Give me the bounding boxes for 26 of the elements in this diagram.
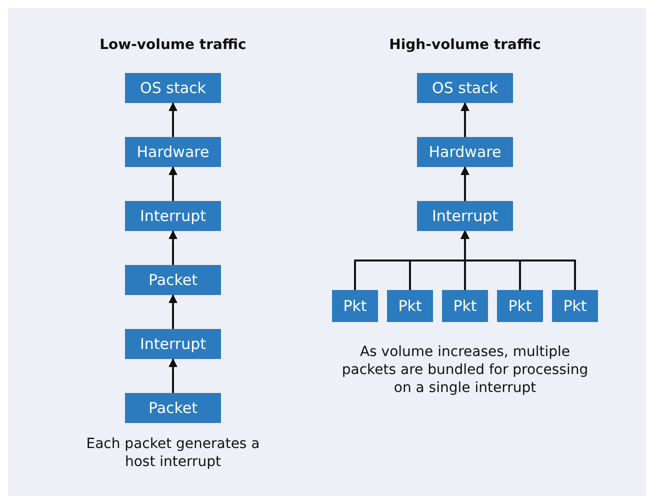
heading: Low-volume traffic — [98, 36, 248, 54]
arrow — [460, 230, 576, 290]
caption: As volume increases, multiple packets are bundled for processing on a single interrupt — [340, 343, 590, 397]
process-box: Interrupt — [125, 201, 221, 231]
process-box: Interrupt — [125, 329, 221, 359]
arrow — [168, 294, 178, 329]
arrow — [460, 102, 470, 137]
caption: Each packet generates a host interrupt — [85, 435, 261, 471]
process-box: Interrupt — [417, 201, 513, 231]
process-box: OS stack — [125, 73, 221, 103]
arrow — [168, 230, 178, 265]
process-box: Pkt — [497, 290, 543, 322]
process-box: Hardware — [417, 137, 513, 167]
arrow — [460, 166, 470, 201]
arrow — [168, 166, 178, 201]
process-box: Pkt — [442, 290, 488, 322]
process-box: Pkt — [387, 290, 433, 322]
process-box: Pkt — [332, 290, 378, 322]
arrow — [168, 102, 178, 137]
arrow — [168, 358, 178, 393]
process-box: OS stack — [417, 73, 513, 103]
heading: High-volume traffic — [388, 36, 542, 54]
process-box: Packet — [125, 393, 221, 423]
process-box: Hardware — [125, 137, 221, 167]
process-box: Packet — [125, 265, 221, 295]
process-box: Pkt — [552, 290, 598, 322]
